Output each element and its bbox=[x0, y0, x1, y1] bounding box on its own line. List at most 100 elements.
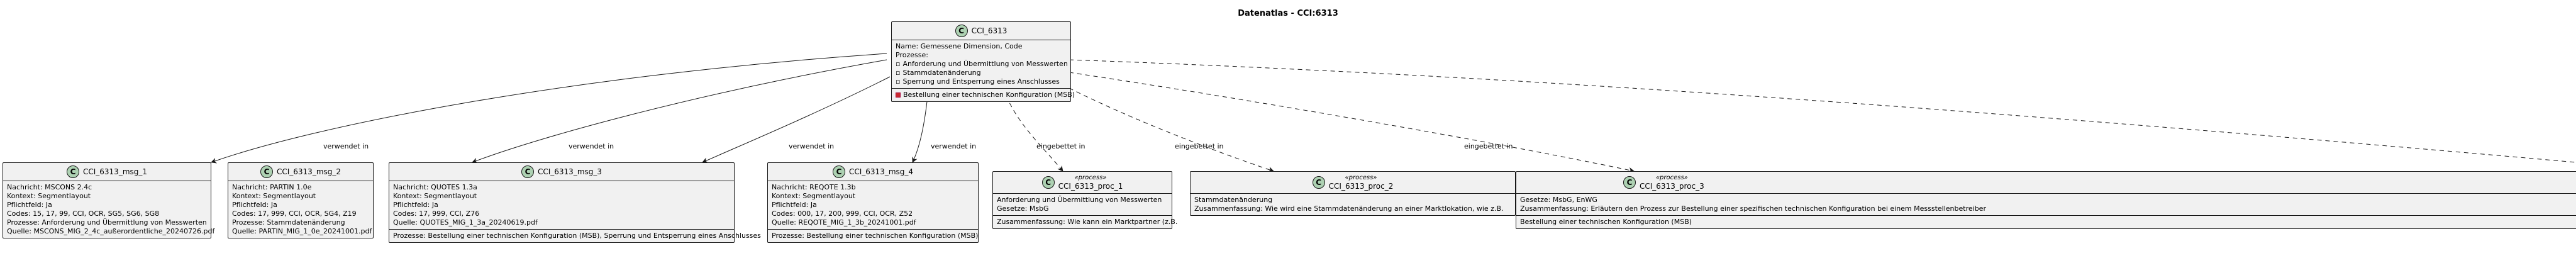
method-line: Bestellung einer technischen Konfigurati… bbox=[1520, 218, 1692, 226]
attribute-line: Pflichtfeld: Ja bbox=[393, 201, 438, 209]
edge-label-verwendet-in: verwendet in bbox=[789, 142, 835, 150]
process-item: ▫Stammdatenänderung bbox=[896, 69, 981, 77]
attribute-line: Stammdatenänderung bbox=[1194, 196, 1273, 204]
dash-icon: ▫ bbox=[896, 69, 901, 77]
class-c-icon: C bbox=[1041, 176, 1055, 189]
dash-icon: ▫ bbox=[896, 77, 901, 86]
class-name: CCI_6313_proc_2 bbox=[1328, 182, 1394, 191]
method-section: Prozesse: Bestellung einer technischen K… bbox=[389, 229, 761, 242]
class-name: CCI_6313_msg_1 bbox=[82, 167, 148, 176]
attribute-line: Kontext: Segmentlayout bbox=[393, 192, 477, 200]
attribute-line: Kontext: Segmentlayout bbox=[232, 192, 316, 200]
attribute-line: Quelle: MSCONS_MIG_2_4c_außerordentliche… bbox=[7, 227, 215, 235]
process-item: ▫Sperrung und Entsperrung eines Anschlus… bbox=[896, 77, 1060, 86]
attribute-line: Prozesse: Stammdatenänderung bbox=[232, 218, 345, 227]
stereotype-label: «process» bbox=[1655, 174, 1688, 181]
class-box-proc-1: C «process» CCI_6313_proc_1 Anforderung … bbox=[992, 171, 1178, 229]
method-line: Prozesse: Bestellung einer technischen K… bbox=[393, 232, 761, 240]
attribute-line: Gesetze: MsbG bbox=[997, 204, 1049, 213]
attribute-line: Quelle: REQOTE_MIG_1_3b_20241001.pdf bbox=[772, 218, 916, 227]
method-item: Bestellung einer technischen Konfigurati… bbox=[896, 91, 1075, 99]
class-c-icon: C bbox=[1312, 176, 1325, 189]
attribute-line: Kontext: Segmentlayout bbox=[772, 192, 856, 200]
edge-root-offscreen bbox=[1069, 59, 2576, 163]
class-name: CCI_6313_msg_4 bbox=[848, 167, 914, 176]
attribute-line: Pflichtfeld: Ja bbox=[232, 201, 277, 209]
edge-label-eingebettet-in: eingebettet in bbox=[1464, 142, 1513, 150]
attribute-line: Prozesse: bbox=[896, 51, 928, 59]
attribute-line: Pflichtfeld: Ja bbox=[772, 201, 817, 209]
class-header: C CCI_6313 bbox=[892, 22, 1070, 40]
edge-root-msg-1 bbox=[211, 53, 887, 164]
attribute-line: Nachricht: REQOTE 1.3b bbox=[772, 183, 856, 191]
attribute-section: Nachricht: QUOTES 1.3a Kontext: Segmentl… bbox=[389, 181, 734, 229]
dash-icon: ▫ bbox=[896, 60, 901, 68]
edge-label-eingebettet-in: eingebettet in bbox=[1036, 142, 1085, 150]
edge-label-verwendet-in: verwendet in bbox=[931, 142, 977, 150]
attribute-line: Codes: 17, 999, CCI, OCR, SG4, Z19 bbox=[232, 210, 357, 218]
stereotype-label: «process» bbox=[1345, 174, 1377, 181]
method-section: Bestellung einer technischen Konfigurati… bbox=[1516, 215, 2576, 228]
class-header: C «process» CCI_6313_proc_3 bbox=[1516, 172, 2576, 193]
attribute-line: Codes: 17, 999, CCI, Z76 bbox=[393, 210, 480, 218]
class-header: C «process» CCI_6313_proc_2 bbox=[1191, 172, 1515, 193]
class-name: CCI_6313_proc_3 bbox=[1640, 182, 1704, 191]
attribute-line: Nachricht: PARTIN 1.0e bbox=[232, 183, 312, 191]
edge-label-verwendet-in: verwendet in bbox=[323, 142, 369, 150]
attribute-line: Pflichtfeld: Ja bbox=[7, 201, 52, 209]
stereotype-label: «process» bbox=[1074, 174, 1107, 181]
class-box-msg-4: C CCI_6313_msg_4 Nachricht: REQOTE 1.3b … bbox=[767, 162, 979, 243]
attribute-section: Nachricht: REQOTE 1.3b Kontext: Segmentl… bbox=[768, 181, 978, 229]
class-name: CCI_6313 bbox=[971, 26, 1008, 35]
class-box-proc-2: C «process» CCI_6313_proc_2 Stammdatenän… bbox=[1190, 171, 1516, 216]
method-section: Zusammenfassung: Wie kann ein Marktpartn… bbox=[993, 215, 1178, 228]
diagram-title: Datenatlas - CCI:6313 bbox=[1238, 9, 1338, 18]
process-item: ▫Anforderung und Übermittlung von Messwe… bbox=[896, 60, 1068, 68]
class-name: CCI_6313_msg_2 bbox=[276, 167, 341, 176]
edge-root-proc-1 bbox=[1006, 95, 1063, 172]
class-c-icon: C bbox=[955, 25, 968, 37]
attribute-section: Gesetze: MsbG, EnWG Zusammenfassung: Erl… bbox=[1516, 193, 2576, 215]
private-method-icon bbox=[896, 92, 901, 98]
method-line: Zusammenfassung: Wie kann ein Marktpartn… bbox=[997, 218, 1178, 226]
edge-label-verwendet-in: verwendet in bbox=[569, 142, 614, 150]
attribute-line: Quelle: QUOTES_MIG_1_3a_20240619.pdf bbox=[393, 218, 538, 227]
attribute-section: Nachricht: MSCONS 2.4c Kontext: Segmentl… bbox=[3, 181, 215, 238]
class-box-proc-3: C «process» CCI_6313_proc_3 Gesetze: Msb… bbox=[1516, 171, 2576, 229]
class-c-icon: C bbox=[1623, 176, 1636, 189]
attribute-line: Kontext: Segmentlayout bbox=[7, 192, 91, 200]
class-box-msg-1: C CCI_6313_msg_1 Nachricht: MSCONS 2.4c … bbox=[3, 162, 215, 238]
method-line: Prozesse: Bestellung einer technischen K… bbox=[772, 232, 979, 240]
edge-root-proc-2 bbox=[1069, 87, 1274, 172]
class-box-msg-3: C CCI_6313_msg_3 Nachricht: QUOTES 1.3a … bbox=[389, 162, 761, 243]
attribute-line: Nachricht: MSCONS 2.4c bbox=[7, 183, 92, 191]
method-section: Prozesse: Bestellung einer technischen K… bbox=[768, 229, 978, 242]
class-box-root: C CCI_6313 Name: Gemessene Dimension, Co… bbox=[891, 21, 1075, 102]
class-name: CCI_6313_msg_3 bbox=[537, 167, 602, 176]
edge-root-proc-3 bbox=[1069, 72, 1635, 173]
attribute-line: Zusammenfassung: Wie wird eine Stammdate… bbox=[1194, 204, 1504, 213]
attribute-section: Nachricht: PARTIN 1.0e Kontext: Segmentl… bbox=[228, 181, 373, 238]
attribute-line: Codes: 000, 17, 200, 999, CCI, OCR, Z52 bbox=[772, 210, 913, 218]
class-c-icon: C bbox=[260, 165, 273, 178]
attribute-section: Name: Gemessene Dimension, Code Prozesse… bbox=[892, 40, 1070, 88]
edge-label-eingebettet-in: eingebettet in bbox=[1175, 142, 1224, 150]
attribute-section: Stammdatenänderung Zusammenfassung: Wie … bbox=[1191, 193, 1515, 215]
class-box-msg-2: C CCI_6313_msg_2 Nachricht: PARTIN 1.0e … bbox=[228, 162, 374, 238]
attribute-line: Quelle: PARTIN_MIG_1_0e_20241001.pdf bbox=[232, 227, 372, 235]
attribute-line: Nachricht: QUOTES 1.3a bbox=[393, 183, 477, 191]
class-header: C CCI_6313_msg_1 bbox=[3, 163, 211, 181]
class-c-icon: C bbox=[521, 165, 534, 178]
attribute-section: Anforderung und Übermittlung von Messwer… bbox=[993, 193, 1172, 215]
attribute-line: Codes: 15, 17, 99, CCI, OCR, SG5, SG6, S… bbox=[7, 210, 160, 218]
method-section: Bestellung einer technischen Konfigurati… bbox=[892, 88, 1075, 101]
class-c-icon: C bbox=[66, 165, 79, 178]
attribute-line: Name: Gemessene Dimension, Code bbox=[896, 42, 1023, 50]
class-c-icon: C bbox=[832, 165, 845, 178]
class-name: CCI_6313_proc_1 bbox=[1058, 182, 1123, 191]
attribute-line: Prozesse: Anforderung und Übermittlung v… bbox=[7, 218, 207, 227]
class-header: C CCI_6313_msg_2 bbox=[228, 163, 373, 181]
edge-root-msg-4 bbox=[912, 95, 928, 163]
class-header: C CCI_6313_msg_3 bbox=[389, 163, 734, 181]
attribute-line: Zusammenfassung: Erläutern den Prozess z… bbox=[1520, 204, 1986, 213]
